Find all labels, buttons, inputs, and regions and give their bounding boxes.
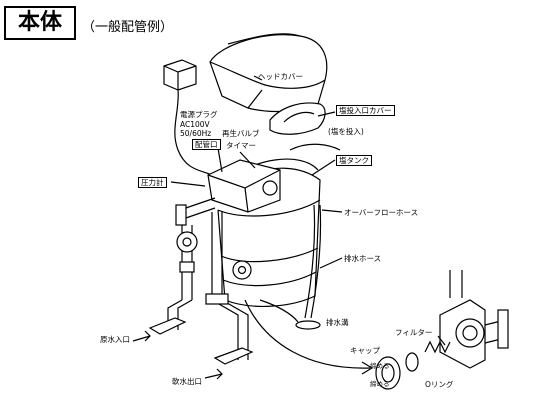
label-o-ring: Oリング	[425, 380, 454, 389]
label-drain-ditch: 排水溝	[326, 318, 349, 327]
label-filter: フィルター	[395, 328, 433, 337]
inlet-piping-icon	[148, 197, 216, 335]
arrow-head-icon	[361, 361, 374, 375]
label-drain-hose: 排水ホース	[344, 254, 382, 263]
label-regen-valve: 再生バルブ	[222, 129, 260, 138]
inlet-arrow-icon	[132, 330, 151, 342]
power-plug-icon	[163, 59, 213, 176]
label-pressure-gauge: 圧力計	[138, 177, 167, 188]
outlet-arrow-icon	[204, 368, 223, 380]
leader-valve-icon	[239, 151, 256, 169]
leader-salt-cover-icon	[317, 111, 336, 117]
cap-icon	[375, 356, 401, 390]
label-tighten-2: 締める	[370, 380, 390, 388]
outlet-piping-icon	[205, 212, 254, 365]
overflow-hose-icon	[304, 204, 322, 319]
leader-head-cover-icon	[253, 75, 263, 81]
leader-drain-hose-icon	[319, 257, 343, 269]
regen-valve-icon	[207, 159, 281, 213]
label-soft-water-outlet: 軟水出口	[172, 377, 202, 386]
salt-inlet-cover-icon	[269, 102, 326, 135]
leader-gauge-icon	[170, 181, 206, 187]
filter-assembly-icon	[439, 270, 509, 369]
title-box: 本体	[4, 6, 76, 40]
leader-salt-tank-icon	[311, 159, 336, 176]
label-timer: タイマー	[226, 141, 256, 150]
label-piping-port: 配管口	[192, 139, 221, 150]
label-salt-tank: 塩タンク	[336, 155, 372, 166]
leader-overflow-icon	[321, 209, 343, 213]
label-salt-inlet-cover: 塩投入口カバー	[336, 105, 395, 116]
label-power-spec-2: 50/60Hz	[180, 129, 212, 138]
head-cover-icon	[209, 33, 328, 113]
label-raw-water-inlet: 原水入口	[100, 335, 130, 344]
label-power-plug: 電源プラグ	[180, 110, 218, 119]
page-subtitle: （一般配管例）	[82, 20, 174, 35]
leader-piping-port-icon	[217, 147, 223, 173]
drain-hose-icon	[259, 299, 321, 330]
label-overflow-hose: オーバーフローホース	[344, 208, 419, 217]
label-salt-insert: (塩を投入)	[328, 127, 364, 136]
leader-filter-icon	[437, 335, 446, 346]
label-tighten-1: 締める	[370, 362, 390, 370]
label-head-cover: ヘッドカバー	[258, 72, 303, 81]
detail-arrow-icon	[244, 299, 371, 369]
o-ring-icon	[405, 352, 419, 372]
filter-coil-icon	[424, 340, 451, 354]
label-cap: キャップ	[350, 346, 380, 355]
label-power-spec-1: AC100V	[180, 120, 210, 129]
